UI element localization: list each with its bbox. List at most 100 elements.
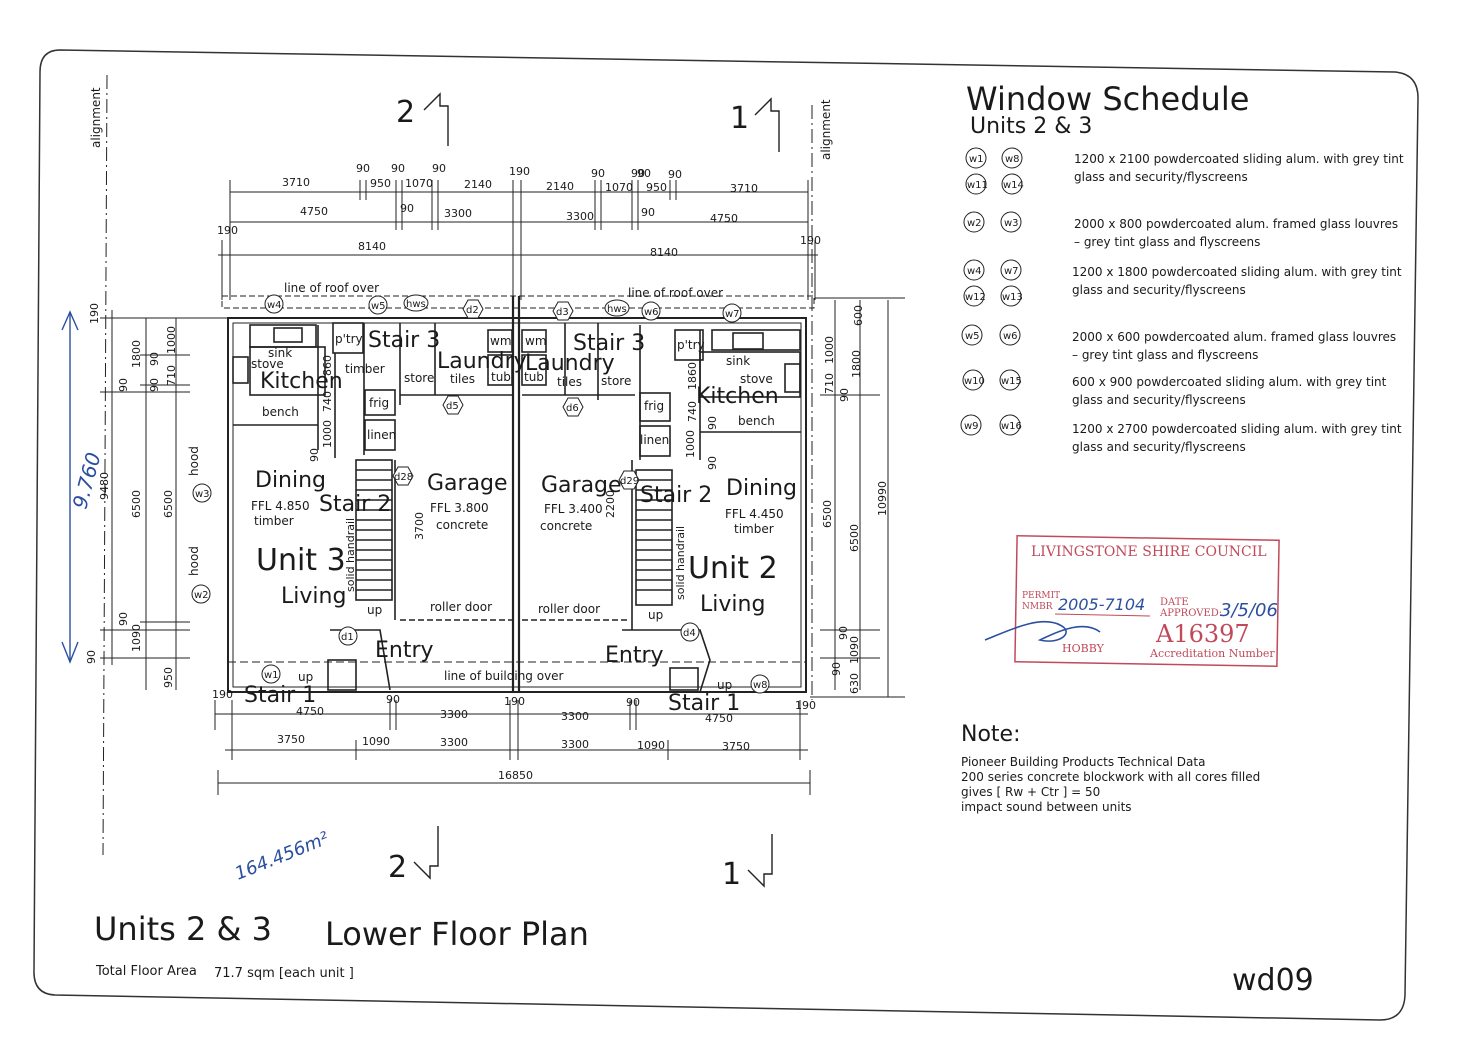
svg-text:Kitchen: Kitchen <box>260 369 343 394</box>
svg-text:950: 950 <box>370 177 391 190</box>
svg-text:16850: 16850 <box>498 769 533 782</box>
signature-mark <box>984 620 1101 642</box>
svg-text:w6: w6 <box>1003 331 1018 342</box>
svg-text:90: 90 <box>432 162 446 175</box>
svg-text:1: 1 <box>730 101 749 136</box>
svg-text:6500: 6500 <box>848 524 861 552</box>
svg-text:roller door: roller door <box>538 602 600 616</box>
svg-text:190: 190 <box>509 165 530 178</box>
svg-text:600 x 900 powdercoated sliding: 600 x 900 powdercoated sliding alum. wit… <box>1072 375 1387 389</box>
svg-text:1000: 1000 <box>684 430 697 458</box>
svg-text:d6: d6 <box>566 403 579 414</box>
svg-text:glass and security/flyscreens: glass and security/flyscreens <box>1072 283 1246 297</box>
svg-text:1000: 1000 <box>321 420 334 448</box>
svg-text:2140: 2140 <box>546 180 574 193</box>
svg-text:up: up <box>648 608 663 622</box>
window-schedule-subtitle: Units 2 & 3 <box>970 114 1092 139</box>
svg-text:3300: 3300 <box>561 710 589 723</box>
svg-text:sink: sink <box>726 354 750 368</box>
alignment-label-left: alignment <box>89 87 103 148</box>
svg-text:w3: w3 <box>195 489 210 500</box>
svg-text:Unit 3: Unit 3 <box>256 543 346 578</box>
svg-text:Unit 2: Unit 2 <box>688 551 778 586</box>
svg-text:d29: d29 <box>620 476 639 487</box>
svg-text:860: 860 <box>321 355 334 376</box>
svg-text:w10: w10 <box>964 376 985 387</box>
svg-text:solid handrail: solid handrail <box>674 526 687 600</box>
svg-text:190: 190 <box>217 224 238 237</box>
svg-text:NMBR: NMBR <box>1022 602 1053 612</box>
svg-text:8140: 8140 <box>650 246 678 259</box>
svg-text:3710: 3710 <box>730 182 758 195</box>
svg-text:1000: 1000 <box>165 326 178 354</box>
svg-text:HOBBY: HOBBY <box>1062 642 1105 655</box>
svg-text:190: 190 <box>795 699 816 712</box>
svg-text:concrete: concrete <box>540 519 592 533</box>
svg-text:hws: hws <box>406 299 426 310</box>
svg-text:FFL 4.850: FFL 4.850 <box>251 499 310 513</box>
svg-text:d28: d28 <box>394 472 413 483</box>
window-schedule: Window Schedule Units 2 & 3 <box>966 80 1249 139</box>
stamp-council-name: LIVINGSTONE SHIRE COUNCIL <box>1031 544 1267 560</box>
section-marker-bottom-right: 1 <box>722 834 773 892</box>
svg-text:1200 x 1800 powdercoated slidi: 1200 x 1800 powdercoated sliding alum. w… <box>1072 265 1402 279</box>
svg-text:90: 90 <box>668 168 682 181</box>
svg-text:Stair 3: Stair 3 <box>573 331 645 356</box>
unit3-labels: line of roof over sink stove Kitchen ben… <box>187 281 527 708</box>
svg-text:impact sound between units: impact sound between units <box>961 800 1132 814</box>
svg-text:Living: Living <box>281 584 346 609</box>
note-block: Note: Pioneer Building Products Technica… <box>961 722 1260 814</box>
svg-text:d1: d1 <box>341 632 354 643</box>
svg-text:w6: w6 <box>644 307 659 318</box>
svg-text:p'try: p'try <box>335 332 363 346</box>
svg-text:FFL 4.450: FFL 4.450 <box>725 507 784 521</box>
svg-text:90: 90 <box>641 206 655 219</box>
section-marker-top-left: 2 <box>396 92 449 146</box>
svg-text:w2: w2 <box>194 590 209 601</box>
svg-text:w1: w1 <box>264 670 279 681</box>
svg-text:740: 740 <box>321 391 334 412</box>
left-dimension-labels: 190 1800 90 6500 90 1090 90 9480 90 1000… <box>85 303 426 688</box>
svg-text:90: 90 <box>637 167 651 180</box>
svg-text:6500: 6500 <box>162 490 175 518</box>
svg-text:740: 740 <box>686 401 699 422</box>
svg-text:stove: stove <box>740 372 773 386</box>
svg-text:190: 190 <box>88 303 101 324</box>
svg-text:tub: tub <box>491 370 511 384</box>
svg-text:w11: w11 <box>967 180 988 191</box>
svg-text:– grey tint glass and flyscree: – grey tint glass and flyscreens <box>1074 235 1260 249</box>
svg-text:up: up <box>367 603 382 617</box>
svg-text:4750: 4750 <box>300 205 328 218</box>
svg-text:Entry: Entry <box>605 643 664 668</box>
svg-text:90: 90 <box>706 456 719 470</box>
svg-text:Stair 2: Stair 2 <box>319 492 391 517</box>
svg-text:Stair 1: Stair 1 <box>244 683 316 708</box>
svg-text:Accreditation Number: Accreditation Number <box>1149 647 1275 660</box>
svg-text:FFL 3.400: FFL 3.400 <box>544 502 603 516</box>
svg-text:stove: stove <box>251 357 284 371</box>
svg-text:90: 90 <box>830 662 843 676</box>
svg-text:10990: 10990 <box>876 481 889 516</box>
svg-text:Laundry: Laundry <box>437 349 527 374</box>
svg-text:– grey tint glass and flyscree: – grey tint glass and flyscreens <box>1072 348 1258 362</box>
svg-text:Garage: Garage <box>427 471 508 496</box>
svg-text:line of building over: line of building over <box>444 669 564 683</box>
svg-text:gives [ Rw + Ctr ] = 50: gives [ Rw + Ctr ] = 50 <box>961 785 1100 799</box>
svg-text:tub: tub <box>524 370 544 384</box>
section-marker-bottom-left: 2 <box>388 826 439 885</box>
svg-text:90: 90 <box>838 388 851 402</box>
sheet-title: Units 2 & 3 <box>94 910 272 948</box>
svg-text:DATE: DATE <box>1160 597 1189 608</box>
svg-text:store: store <box>404 371 434 385</box>
svg-text:2200: 2200 <box>604 490 617 518</box>
svg-text:FFL 3.800: FFL 3.800 <box>430 501 489 515</box>
svg-text:90: 90 <box>837 626 850 640</box>
svg-text:950: 950 <box>162 667 175 688</box>
svg-text:up: up <box>717 678 732 692</box>
svg-text:90: 90 <box>148 352 161 366</box>
plan-tags <box>191 294 770 694</box>
svg-text:PERMIT: PERMIT <box>1022 591 1060 601</box>
sheet-border <box>33 49 1419 1021</box>
sheet-subtitle: Lower Floor Plan <box>325 915 589 953</box>
svg-text:concrete: concrete <box>436 518 488 532</box>
